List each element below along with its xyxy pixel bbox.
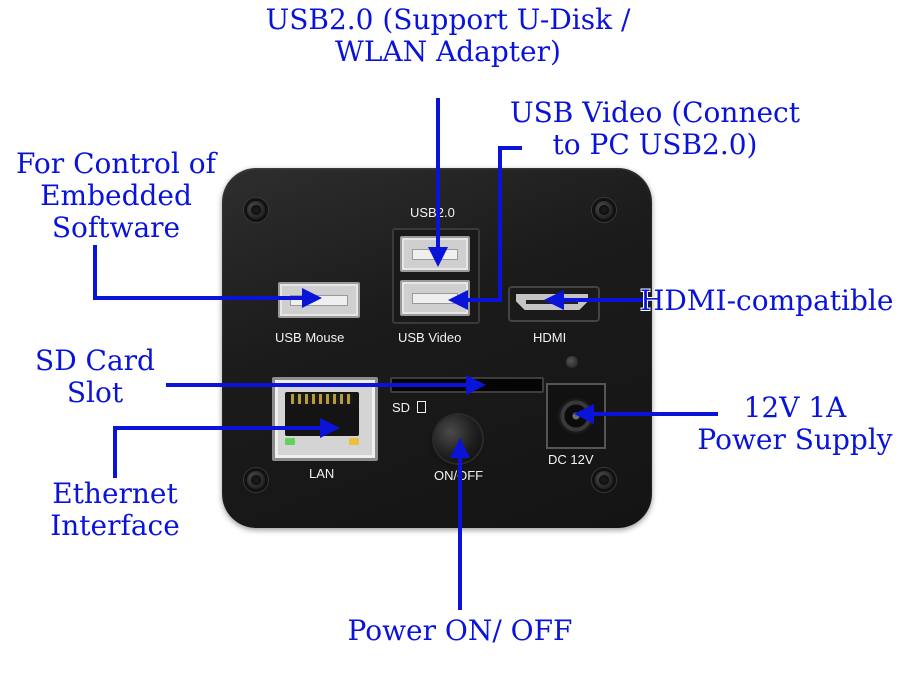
status-indicator-light — [566, 356, 578, 368]
sd-label: SD — [392, 400, 426, 415]
callout-control: For Control of Embedded Software — [16, 147, 216, 244]
callout-usb-video: USB Video (Connect to PC USB2.0) — [510, 96, 800, 161]
usb-video-label: USB Video — [398, 330, 462, 345]
usb-mouse-label: USB Mouse — [275, 330, 345, 345]
usb-video-port — [400, 280, 470, 316]
callout-usb20: USB2.0 (Support U-Disk / WLAN Adapter) — [265, 3, 631, 68]
usb20-label: USB2.0 — [410, 205, 455, 220]
lan-led-amber — [349, 438, 359, 445]
hdmi-label: HDMI — [533, 330, 567, 345]
leader-control — [93, 245, 322, 308]
callout-ethernet: Ethernet Interface — [50, 477, 180, 542]
leader-ethernet — [113, 418, 340, 478]
callout-power-supply: 12V 1A Power Supply — [697, 391, 893, 456]
lan-led-green — [285, 438, 295, 445]
lan-port — [272, 377, 378, 461]
lan-pins — [291, 394, 353, 404]
sd-card-icon — [416, 401, 426, 413]
screw-bottom-right — [592, 468, 616, 492]
screw-top-left — [244, 198, 268, 222]
callout-hdmi: HDMI-compatible — [640, 284, 894, 317]
sd-label-text: SD — [392, 400, 411, 415]
leader-usb-video — [448, 146, 522, 310]
callout-sd-card: SD Card Slot — [35, 344, 155, 409]
callout-power-onoff: Power ON/ OFF — [347, 614, 573, 647]
lan-label: LAN — [309, 466, 335, 481]
dc-12v-label: DC 12V — [548, 452, 594, 467]
screw-top-right — [592, 198, 616, 222]
screw-bottom-left — [244, 468, 268, 492]
